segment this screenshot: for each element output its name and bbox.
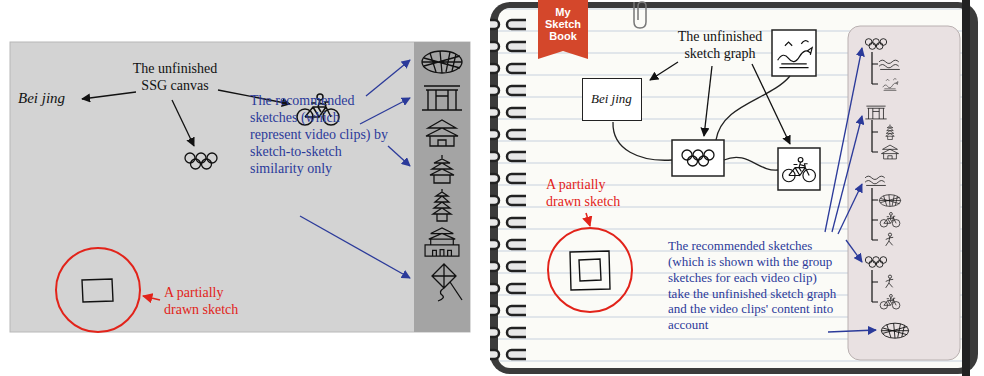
- sketch-stroke: [872, 52, 878, 84]
- sketch-stroke: [716, 76, 790, 140]
- sketch-stroke: [360, 98, 410, 124]
- sketch-stroke: [422, 51, 462, 73]
- partial-sketch: [82, 279, 113, 302]
- sketch-stroke: [650, 62, 678, 80]
- sketch-stroke: [828, 330, 876, 332]
- sketch-stroke: [879, 195, 900, 207]
- callout-text: The recommended sketches (which is shown…: [668, 238, 840, 333]
- sketch-stroke: [886, 275, 893, 288]
- sketch-stroke: [865, 176, 886, 185]
- sketch-stroke: [865, 257, 886, 268]
- sketch-stroke: [388, 146, 410, 166]
- node-text-group: My Sketch Book: [540, 0, 586, 42]
- sketch-stroke: [880, 212, 900, 227]
- sketch-stroke: [881, 145, 898, 159]
- sketch-stroke: [825, 48, 862, 232]
- callout-text: The recommended sketches (which represen…: [250, 92, 392, 177]
- recommendation-panel: [848, 26, 960, 360]
- sketch-stroke: [432, 264, 462, 301]
- sketch-stroke: [724, 157, 778, 170]
- sketch-stroke: [185, 153, 217, 169]
- sketch-stroke: [778, 41, 813, 68]
- tab-title: My Sketch Book: [540, 6, 586, 42]
- spiral-binding: [490, 14, 526, 364]
- sketch-stroke: [886, 124, 894, 139]
- callout-text: A partially drawn sketch: [164, 284, 250, 318]
- sketch-stroke: [883, 79, 898, 91]
- sketch-stroke: [366, 60, 410, 96]
- sketch-stroke: [613, 122, 672, 160]
- callout-text: The unfinished sketch graph: [660, 28, 780, 62]
- callout-text: The unfinished SSG canvas: [125, 60, 225, 94]
- sketch-stroke: [433, 189, 451, 221]
- notebook-paper: [498, 8, 970, 368]
- partial-sketch: [570, 251, 610, 290]
- tab-fill: [538, 0, 588, 59]
- sketch-stroke: [586, 213, 590, 226]
- sketch-stroke: [886, 233, 893, 246]
- sketch-stroke: [881, 323, 908, 338]
- sketch-stroke: [872, 188, 878, 240]
- sketch-stroke: [838, 184, 862, 234]
- sketch-stroke: [865, 106, 886, 119]
- sketch-stroke: [425, 228, 459, 256]
- sketch-stroke: [783, 157, 816, 181]
- node-text-group: Bei jing: [591, 91, 632, 107]
- sketch-box: [772, 30, 816, 76]
- sketch-stroke: [880, 294, 900, 309]
- highlight-circle: [548, 228, 632, 312]
- notebook-cover: [490, 2, 978, 374]
- recommendation-bar: [414, 42, 470, 332]
- sketch-stroke: [872, 270, 878, 302]
- handwritten-sketch: Bei jing: [18, 89, 65, 107]
- sketch-box: Bei jing: [582, 78, 642, 121]
- sketch-stroke: [879, 60, 900, 69]
- sketch-stroke: [872, 120, 878, 152]
- ruled-lines: [498, 8, 970, 368]
- sketch-stroke: [430, 155, 454, 183]
- callout-text: A partially drawn sketch: [546, 176, 632, 210]
- paper-clip: [634, 2, 646, 28]
- sketch-stroke: [865, 39, 886, 50]
- sketch-stroke: [300, 216, 410, 278]
- sketch-stroke: [422, 86, 462, 110]
- highlight-circle: [56, 248, 140, 332]
- sketch-stroke: [704, 66, 712, 136]
- ribbon-tab: My Sketch Book: [538, 0, 588, 59]
- sketch-stroke: [426, 120, 458, 146]
- elastic-strap: [962, 0, 970, 376]
- sketch-stroke: [143, 296, 160, 300]
- sketch-stroke: [172, 100, 194, 146]
- sketch-stroke: [846, 240, 862, 262]
- group-brackets: [872, 52, 878, 302]
- sketch-box: [778, 148, 820, 190]
- sketch-stroke: [682, 150, 714, 166]
- sketch-box: [672, 140, 724, 176]
- sketch-stroke: [82, 92, 136, 99]
- canvas-panel: [10, 42, 470, 332]
- sketch-stroke: [752, 64, 790, 144]
- handwritten-sketch: Bei jing: [591, 91, 632, 107]
